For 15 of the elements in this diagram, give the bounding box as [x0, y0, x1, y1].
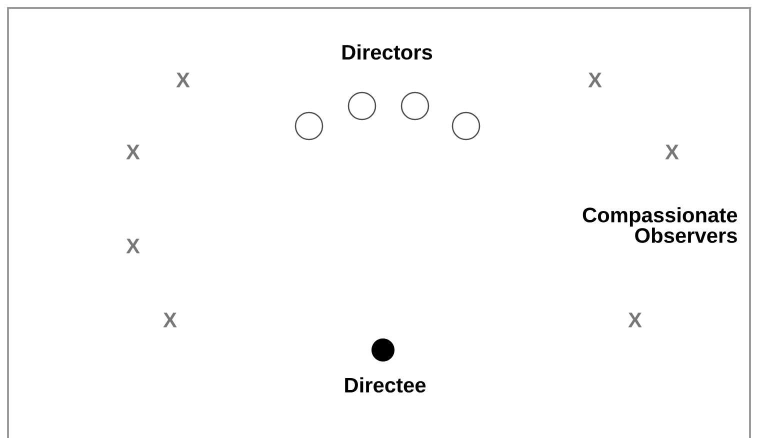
x-mark: X	[665, 144, 679, 160]
circle	[452, 112, 480, 140]
x-mark: X	[163, 312, 177, 328]
x-mark: X	[588, 72, 602, 88]
x-mark: X	[126, 144, 140, 160]
circle	[348, 92, 376, 120]
node-label: Directee	[345, 377, 426, 393]
group-label: Compassionate Observers	[582, 207, 738, 243]
circle	[294, 112, 324, 140]
x-mark: X	[176, 72, 190, 88]
dot	[372, 338, 394, 362]
group-label: Directors	[342, 44, 432, 60]
x-mark: X	[126, 238, 140, 254]
circle	[400, 92, 430, 120]
x-mark: X	[628, 312, 642, 328]
